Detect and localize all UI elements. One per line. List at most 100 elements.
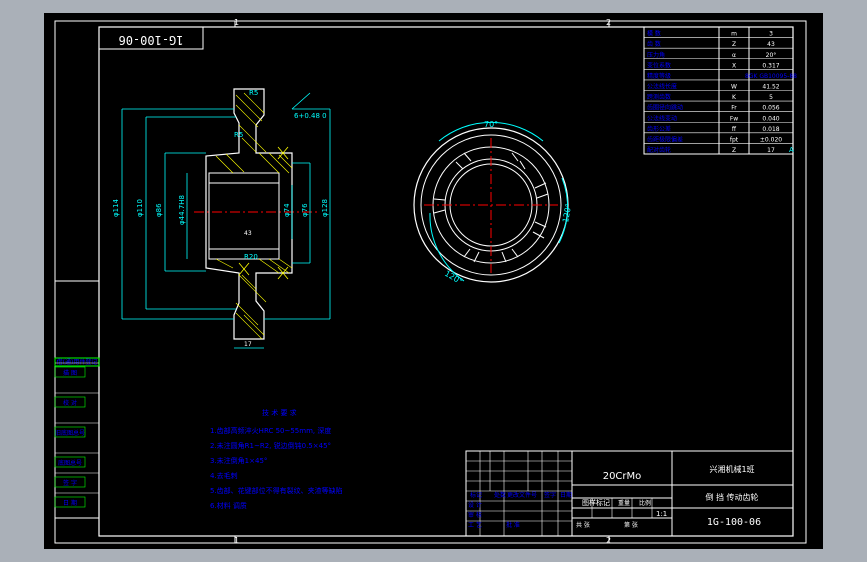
zone-marker-bottom-1: 1 [234, 536, 239, 545]
stamp-label: 签 字 [63, 479, 77, 487]
note-line: 3.未注倒角1×45° [210, 456, 267, 465]
section-dimension-text: φ114 φ110 φ86 φ44.7H8 φ74 φ76 φ128 6+0.4… [112, 89, 329, 261]
param-ref-mark: A [789, 146, 794, 154]
note-line: 1.齿部高频淬火HRC 50~55mm, 深度 [210, 426, 331, 435]
tb-weight-label: 重量 [618, 499, 630, 507]
param-name: 齿圈径向跳动 [647, 104, 683, 112]
hatch-lower [215, 258, 293, 340]
param-value: 3 [769, 31, 773, 38]
param-name: 模 数 [647, 30, 661, 38]
tb-design-label: 设 计 [468, 501, 482, 509]
param-symbol: X [732, 62, 736, 69]
param-symbol: Fr [731, 105, 737, 112]
tb-count-label: 处数 [494, 491, 506, 499]
dim-d44: φ44.7H8 [178, 195, 186, 225]
param-value: 0.018 [762, 126, 779, 133]
param-name: 齿形公差 [647, 125, 671, 133]
technical-notes: 技 术 要 求 1.齿部高频淬火HRC 50~55mm, 深度 2.未注圆角R1~… [210, 408, 343, 510]
param-symbol: Fw [730, 115, 738, 122]
notes-lines: 1.齿部高频淬火HRC 50~55mm, 深度 2.未注圆角R1~R2, 锐边倒钝… [210, 426, 343, 510]
tb-part-name: 倒 挡 传动齿轮 [705, 492, 758, 502]
sheet-outer-frame [54, 20, 807, 544]
param-value: 0.040 [762, 115, 779, 122]
tb-sign-label: 签字 [544, 491, 556, 499]
tb-date-label: 日期 [560, 491, 572, 499]
rotated-code-box [98, 26, 204, 50]
tb-approve-label: 批 准 [506, 521, 520, 529]
tb-check-label: 审 核 [468, 511, 482, 519]
stamp-cell [54, 496, 86, 508]
title-block-frame [465, 450, 794, 537]
param-name: 齿 数 [647, 40, 661, 48]
dim-r-upper: R5 [234, 131, 243, 139]
angle-bottom-label: 120° [443, 269, 464, 286]
param-value: 8GK GB10095-88 [745, 73, 797, 80]
zone-marker-top-1: 1 [234, 18, 239, 27]
angle-arc-right [558, 177, 569, 244]
param-symbol: m [731, 31, 737, 38]
stamp-cell [54, 366, 86, 378]
stamp-label: 旧底图总号 [55, 429, 85, 437]
dim-d128: φ128 [321, 199, 329, 217]
hatch-upper [215, 92, 293, 174]
angle-arc-top [438, 121, 544, 142]
note-line: 2.未注圆角R1~R2, 锐边倒钝0.5×45° [210, 441, 331, 450]
stamp-cell [54, 396, 86, 408]
dim-w43: 43 [244, 230, 252, 237]
angle-arc-bottom [429, 212, 465, 282]
param-name: 齿距极限偏差 [647, 135, 683, 143]
tb-scale: 1:1 [656, 510, 667, 518]
param-name: 压力角 [647, 51, 665, 59]
stamp-label: 日 期 [63, 499, 77, 507]
param-value: 0.317 [762, 62, 779, 69]
end-view-slots [433, 152, 549, 263]
left-stamp-frame [54, 357, 100, 519]
param-value: 5 [769, 94, 773, 101]
param-symbol: fpt [730, 136, 739, 143]
cad-viewport[interactable]: 1 2 1 2 1G-100-06 [44, 13, 823, 549]
stamp-cell [54, 426, 86, 438]
end-view-second-circle [420, 134, 562, 276]
param-name: 变位系数 [647, 61, 671, 69]
gear-end-view[interactable]: 70° 120° 120° [413, 120, 573, 286]
rotated-drawing-code: 1G-100-06 [118, 33, 183, 47]
dim-tolerance: 6+0.48 0 [294, 112, 327, 120]
spline-marks [238, 146, 289, 280]
notes-title: 技 术 要 求 [262, 408, 297, 417]
param-value: 17 [767, 147, 775, 154]
dim-d86: φ86 [155, 203, 163, 217]
tb-process-label: 工 艺 [468, 521, 482, 529]
param-name: 精度等级 [647, 72, 671, 80]
param-symbol: ff [732, 126, 737, 133]
tb-scale-label: 图样标记 [582, 498, 610, 507]
title-block[interactable]: 标记 处数 更改文件号 签字 日期 设 计 审 核 工 艺 批 准 20CrMo… [465, 450, 794, 537]
tb-code: 1G-100-06 [707, 517, 761, 528]
stamp-label: 底图总号 [58, 459, 82, 467]
param-name: 公法线长度 [647, 83, 677, 91]
tb-revision-grid [466, 451, 653, 536]
angle-top-label: 70° [484, 120, 498, 129]
dim-r: R5 [249, 89, 258, 97]
gear-section-view[interactable]: φ114 φ110 φ86 φ44.7H8 φ74 φ76 φ128 6+0.4… [112, 88, 331, 349]
stamp-cell [54, 456, 86, 468]
param-name: 跨测齿数 [647, 93, 671, 101]
section-dimension-lines [121, 92, 331, 349]
param-name: 公法线变动 [647, 114, 677, 122]
dim-r20: R20 [244, 253, 258, 261]
note-line: 4.去毛刺 [210, 471, 238, 480]
param-symbol: α [732, 52, 736, 59]
param-symbol: K [732, 94, 737, 101]
section-outline [205, 88, 293, 340]
tb-material: 20CrMo [603, 471, 642, 482]
tb-mark-label: 标记 [470, 491, 482, 499]
dim-d76: φ76 [301, 203, 309, 217]
dim-d74: φ74 [283, 203, 291, 217]
dim-d110: φ110 [136, 199, 144, 217]
left-stamp-header-cell [54, 357, 100, 367]
stamp-label: 描 图 [63, 369, 77, 377]
tb-ratio-label: 比例 [639, 499, 651, 507]
